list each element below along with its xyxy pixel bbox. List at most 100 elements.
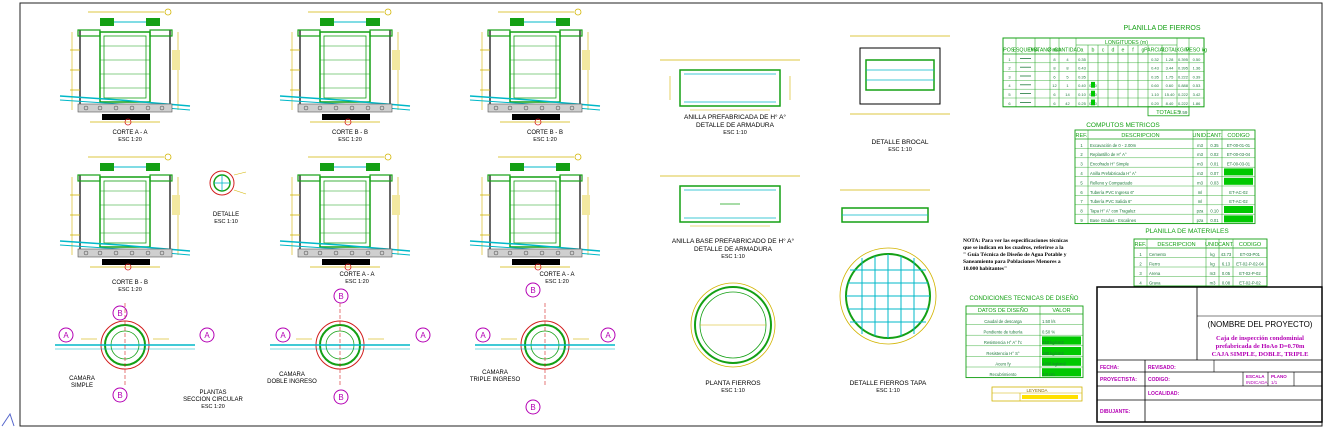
computos-table-header: DESCRIPCION [1121, 133, 1159, 139]
planilla-fierros-cell: 3.42 [1193, 92, 1202, 97]
computos-table-cell: 0.10 [1210, 209, 1219, 214]
brocal-detail [850, 35, 950, 115]
label-anilla1-2: DETALLE DE ARMADURA [696, 122, 775, 129]
condiciones-table-header: VALOR [1052, 308, 1070, 314]
materiales-table-header: CODIGO [1239, 242, 1262, 248]
label-plantas-2: SECCION CIRCULAR [183, 397, 243, 403]
computos-table-cell: m3 [1197, 152, 1203, 157]
label-corte-bb-2: CORTE B - B [527, 130, 563, 136]
nota-line-4: Saneamiento para Poblaciones Menores a [963, 259, 1061, 265]
label-camara-simple-2: SIMPLE [71, 383, 93, 389]
planilla-fierros-cell: 0.60 [1166, 83, 1175, 88]
condiciones-table-cell: Acero fy [995, 361, 1011, 366]
label-camara-triple-1: CAMARA [482, 370, 508, 376]
field-escala-val: INDICADA [1246, 380, 1268, 385]
planilla-fierros-cell: 0.35 [1078, 74, 1087, 79]
longitudes-header: LONGITUDES (m) [1105, 40, 1148, 46]
planilla-fierros-cell: 6 [1008, 101, 1011, 106]
materiales-table-cell: 0.08 [1222, 280, 1231, 285]
planilla-fierros-cell: 0.25 [1078, 101, 1087, 106]
planta-fierros-detail [690, 282, 776, 368]
planilla-fierros-cell: 1.36 [1193, 66, 1202, 71]
computos-table-cell: 9 [1080, 218, 1083, 223]
label-anilla1-esc: ESC 1:10 [723, 130, 747, 136]
sheet-border [19, 2, 1323, 427]
planilla-fierros-cell: 4 [1066, 57, 1069, 62]
computos-table-cell: pza [1197, 218, 1204, 223]
tapa-section-detail [840, 189, 930, 223]
label-camara-doble-1: CAMARA [279, 372, 305, 378]
label-plantas-esc: ESC 1:20 [201, 404, 225, 410]
label-corte-aa-2: CORTE A - A [340, 272, 375, 278]
label-camara-doble-2: DOBLE INGRESO [267, 379, 317, 385]
materiales-table-cell: Grava [1149, 280, 1161, 285]
anilla-prefabricada-detail [660, 59, 800, 111]
label-esc-2: ESC 1:20 [338, 137, 362, 143]
label-esc-detalle: ESC 1:10 [214, 219, 238, 225]
detail-circle [209, 170, 247, 196]
project-desc-3: CAJA SIMPLE, DOBLE, TRIPLE [1212, 351, 1309, 358]
label-detalle: DETALLE [213, 212, 239, 218]
computos-table-cell: 0.02 [1210, 152, 1219, 157]
materiales-table-cell: m3 [1210, 271, 1216, 276]
computos-table-cell: 0.01 [1210, 162, 1219, 167]
plan-camara-doble: A A B B [269, 288, 431, 405]
planilla-fierros-cell: 0.60 [1151, 83, 1160, 88]
planilla-fierros-header: DISTANC m [1028, 48, 1056, 54]
computos-table-cell: 7 [1080, 199, 1083, 204]
planilla-fierros-cell: 8 [1053, 57, 1056, 62]
computos-table-header: UNID. [1193, 133, 1208, 139]
planilla-fierros-cell: 5 [1008, 92, 1011, 97]
materiales-table-header: UNID. [1205, 242, 1220, 248]
label-esc-6: ESC 1:20 [545, 279, 569, 285]
materiales-table-cell: 6.13 [1222, 261, 1231, 266]
label-esc-1: ESC 1:20 [118, 137, 142, 143]
planilla-fierros-cell: 3.44 [1166, 66, 1175, 71]
computos-table-cell: ml [1198, 199, 1202, 204]
project-desc-1: Caja de inspección condominial [1216, 335, 1304, 342]
planilla-fierros-cell: 1.75 [1166, 74, 1175, 79]
planilla-fierros-cell: 6 [1053, 101, 1056, 106]
project-name: (NOMBRE DEL PROYECTO) [1208, 320, 1313, 329]
materiales-title: PLANILLA DE MATERIALES [1145, 228, 1229, 235]
anilla-base-detail [660, 175, 800, 227]
planilla-fierros-header: g [1142, 48, 1145, 54]
computos-table-cell: ET-00-01-01 [1227, 143, 1251, 148]
planilla-fierros-cell: 0.395 [1178, 57, 1189, 62]
computos-table-cell: 8 [1080, 209, 1083, 214]
label-anilla2-esc: ESC 1:10 [721, 254, 745, 260]
planilla-fierros-cell: 14 [1065, 92, 1070, 97]
planilla-fierros-cell: 0.35 [1151, 74, 1160, 79]
materiales-table-cell: ET-02-P-02 [1239, 271, 1261, 276]
planilla-fierros-header: PARCIAL [1144, 48, 1166, 54]
planilla-fierros-cell: 3 [1008, 74, 1011, 79]
marker-a-left-2: A [280, 331, 286, 340]
plan-camara-triple: A A B B [474, 282, 616, 415]
planilla-fierros-cell: 0.39 [1193, 74, 1202, 79]
materiales-table-cell: ET-02-P-02 [1239, 280, 1261, 285]
condiciones-table-cell: Pendiente de tubería [984, 330, 1024, 335]
planilla-fierros-cell: 0.222 [1178, 74, 1189, 79]
label-plantas-1: PLANTAS [200, 390, 227, 396]
planilla-fierros-cell: 1.10 [1151, 92, 1160, 97]
condiciones-table-cell: 3.0 cm [1042, 372, 1055, 377]
label-corte-bb-3: CORTE B - B [112, 280, 148, 286]
planilla-fierros-cell: 1 [1066, 83, 1069, 88]
planilla-fierros-cell: 0.43 [1151, 66, 1160, 71]
condiciones-table-cell: 180 kg/cm2 [1042, 351, 1064, 356]
label-anilla1-1: ANILLA PREFABRICADA DE H° A° [684, 113, 786, 121]
field-dibujante: DIBUJANTE: [1100, 409, 1131, 415]
planilla-fierros-cell: 0.50 [1193, 57, 1202, 62]
label-anilla2-1: ANILLA BASE PREFABRICADO DE H° A° [672, 237, 795, 245]
materiales-table-cell: 0.05 [1222, 271, 1231, 276]
computos-table-cell: ET-AC-02 [1229, 190, 1248, 195]
computos-table-cell: ml [1198, 190, 1202, 195]
planilla-fierros-header: e [1122, 48, 1125, 54]
materiales-table-cell: 1 [1139, 252, 1142, 257]
nota-line-1: NOTA: Para ver las especificaciones técn… [963, 238, 1068, 244]
condiciones-table-cell: 1.50 l/s [1042, 319, 1056, 324]
planilla-fierros-cell: 8 [1066, 66, 1069, 71]
label-brocal: DETALLE BROCAL [872, 139, 929, 146]
